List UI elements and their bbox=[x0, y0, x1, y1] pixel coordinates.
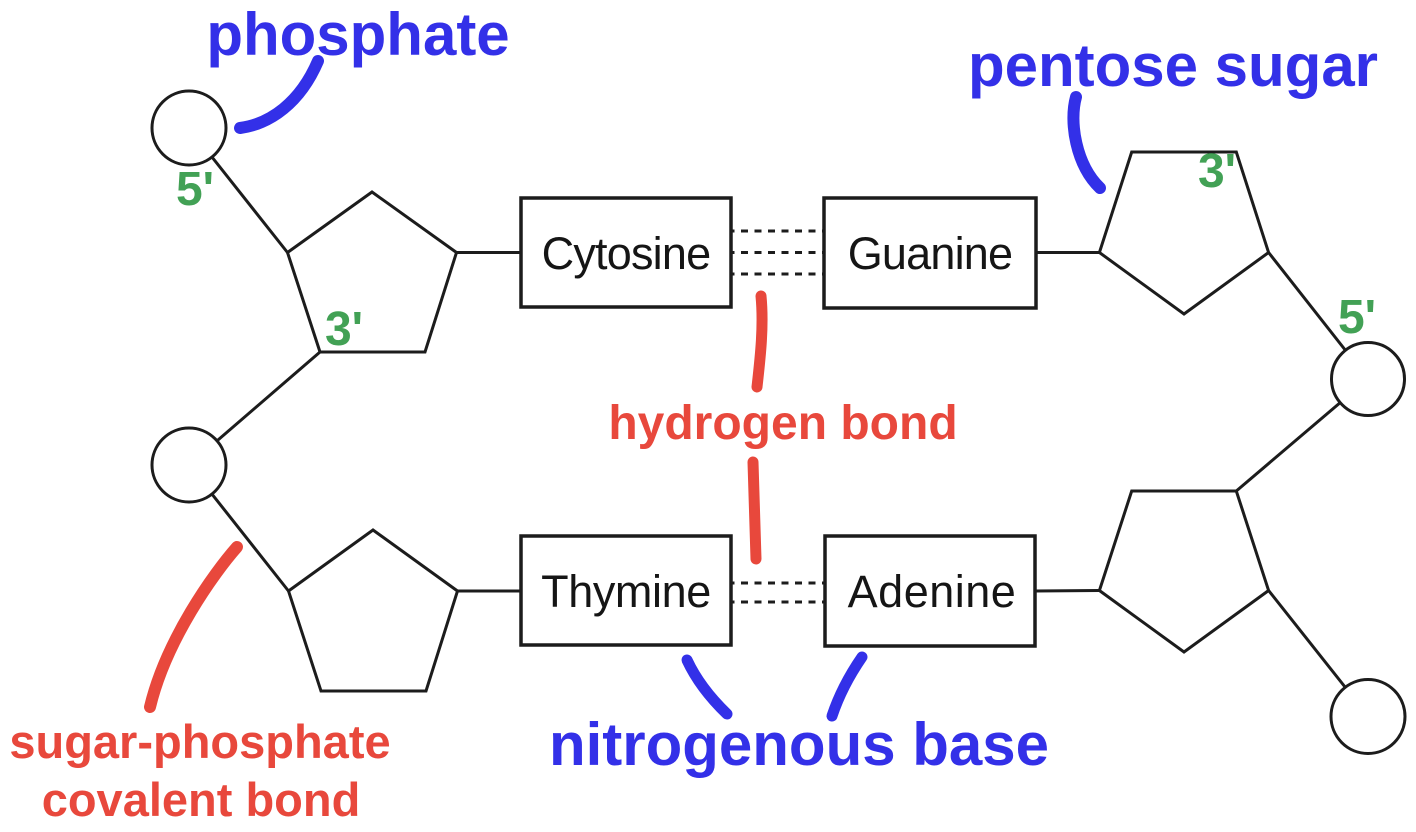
svg-text:Thymine: Thymine bbox=[541, 566, 711, 617]
svg-text:5': 5' bbox=[1338, 291, 1376, 344]
svg-text:sugar-phosphate: sugar-phosphate bbox=[9, 715, 390, 768]
svg-text:Guanine: Guanine bbox=[848, 228, 1013, 279]
svg-text:nitrogenous base: nitrogenous base bbox=[549, 711, 1049, 778]
svg-text:pentose sugar: pentose sugar bbox=[968, 32, 1378, 99]
svg-text:hydrogen bond: hydrogen bond bbox=[608, 397, 957, 450]
svg-text:Adenine: Adenine bbox=[848, 566, 1017, 617]
svg-text:3': 3' bbox=[325, 303, 363, 356]
svg-text:covalent bond: covalent bond bbox=[42, 773, 361, 826]
svg-text:Cytosine: Cytosine bbox=[542, 228, 711, 279]
svg-text:phosphate: phosphate bbox=[206, 1, 509, 68]
svg-text:3': 3' bbox=[1198, 145, 1236, 198]
svg-text:5': 5' bbox=[176, 163, 214, 216]
